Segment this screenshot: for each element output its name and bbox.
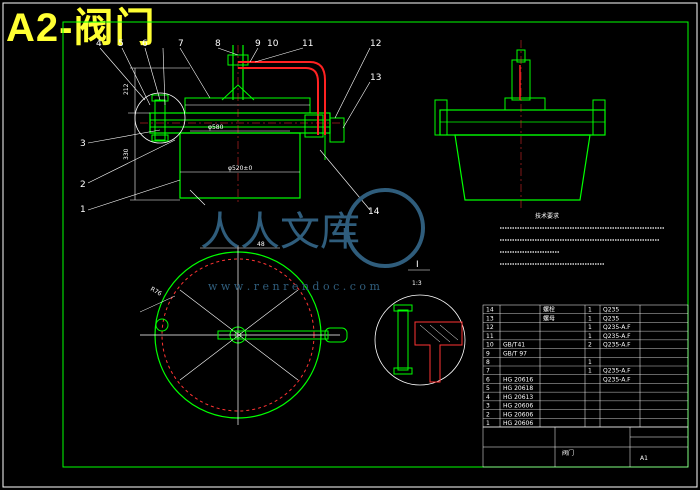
bom-cell: 6 [486, 376, 490, 383]
bom-cell: 1 [588, 333, 592, 340]
watermark-url: w w w . r e n r e n d o c . c o m [208, 280, 380, 293]
bom-cell: 1 [588, 324, 592, 331]
watermark-main: 人人文库 [200, 209, 360, 255]
part-label-3: 3 [80, 139, 86, 149]
detail-mark: I [416, 260, 419, 270]
part-label-11: 11 [302, 39, 313, 49]
bom-cell: 2 [588, 342, 592, 349]
side-view [434, 40, 606, 210]
bom-cell: GB/T41 [503, 342, 525, 349]
bom-cell: 1 [588, 359, 592, 366]
inner-frame [62, 21, 689, 468]
tech-req-title: 技术要求 [535, 212, 559, 220]
bom-cell: HG 20616 [503, 376, 533, 383]
title-block-drawing-name: 阀门 [562, 449, 574, 457]
part-label-5: 5 [118, 39, 124, 49]
bom-cell: Q235-A.F [603, 342, 631, 349]
dim-height-top: 212 [123, 83, 130, 95]
top-view [139, 245, 348, 425]
part-label-9: 9 [255, 39, 261, 49]
bom-cell: HG 20606 [503, 420, 533, 427]
bom-cell: Q235-A.F [603, 333, 631, 340]
front-section-view [87, 45, 371, 211]
bom-cell: 13 [486, 315, 494, 322]
part-label-10: 10 [267, 39, 279, 49]
bom-cell: 14 [486, 307, 494, 314]
bom-cell: 1 [588, 307, 592, 314]
bom-cell: Q235-A.F [603, 376, 631, 383]
detail-view-i [374, 269, 466, 386]
watermark: 人人文库 w w w . r e n r e n d o c . c o m [200, 188, 425, 293]
bom-cell: 1 [588, 368, 592, 375]
part-label-2: 2 [80, 180, 86, 190]
drawing-title: A2-阀门 [6, 6, 156, 50]
dim-height-total: 330 [123, 148, 130, 160]
part-label-6: 6 [142, 39, 148, 49]
bom-cell: HG 20606 [503, 403, 533, 410]
bom-cell: GB/T 97 [503, 350, 527, 357]
bom-cell: 1 [588, 315, 592, 322]
dim-flange-dia: φ580 [208, 124, 224, 131]
bom-cell: Q235 [603, 315, 619, 322]
title-block [482, 426, 689, 468]
bom-cell: 2 [486, 411, 490, 418]
part-label-1: 1 [80, 205, 86, 215]
dim-view-width: 48 [257, 241, 265, 248]
bom-cell: Q235-A.F [603, 368, 631, 375]
bom-cell: HG 20606 [503, 411, 533, 418]
bom-cell: 螺母 [543, 314, 555, 322]
detail-scale: 1:3 [412, 280, 422, 287]
dim-radius: R76 [149, 286, 163, 298]
bom-cell: 9 [486, 350, 490, 357]
bom-cell: 8 [486, 359, 490, 366]
bom-cell: 4 [486, 394, 490, 401]
bom-cell: HG 20613 [503, 394, 533, 401]
bom-cell: Q235-A.F [603, 324, 631, 331]
part-label-4: 4 [96, 39, 102, 49]
bom-cell: 11 [486, 333, 494, 340]
part-label-7: 7 [178, 39, 184, 49]
bom-cell: 螺栓 [543, 306, 555, 314]
bom-cell: 7 [486, 368, 490, 375]
bom-cell: 5 [486, 385, 490, 392]
part-label-12: 12 [370, 39, 381, 49]
bom-cell: 10 [486, 342, 494, 349]
bom-cell: HG 20618 [503, 385, 533, 392]
part-label-8: 8 [215, 39, 221, 49]
bom-cell: 12 [486, 324, 494, 331]
bom-cell: 1 [486, 420, 490, 427]
tech-req-lines [500, 227, 665, 265]
part-label-13: 13 [370, 73, 381, 83]
title-block-sheet: A1 [640, 455, 648, 462]
dim-body-dia: φ520±0 [228, 165, 252, 172]
part-label-14: 14 [368, 207, 380, 217]
bom-cell: 3 [486, 403, 490, 410]
bom-cell: Q235 [603, 307, 619, 314]
